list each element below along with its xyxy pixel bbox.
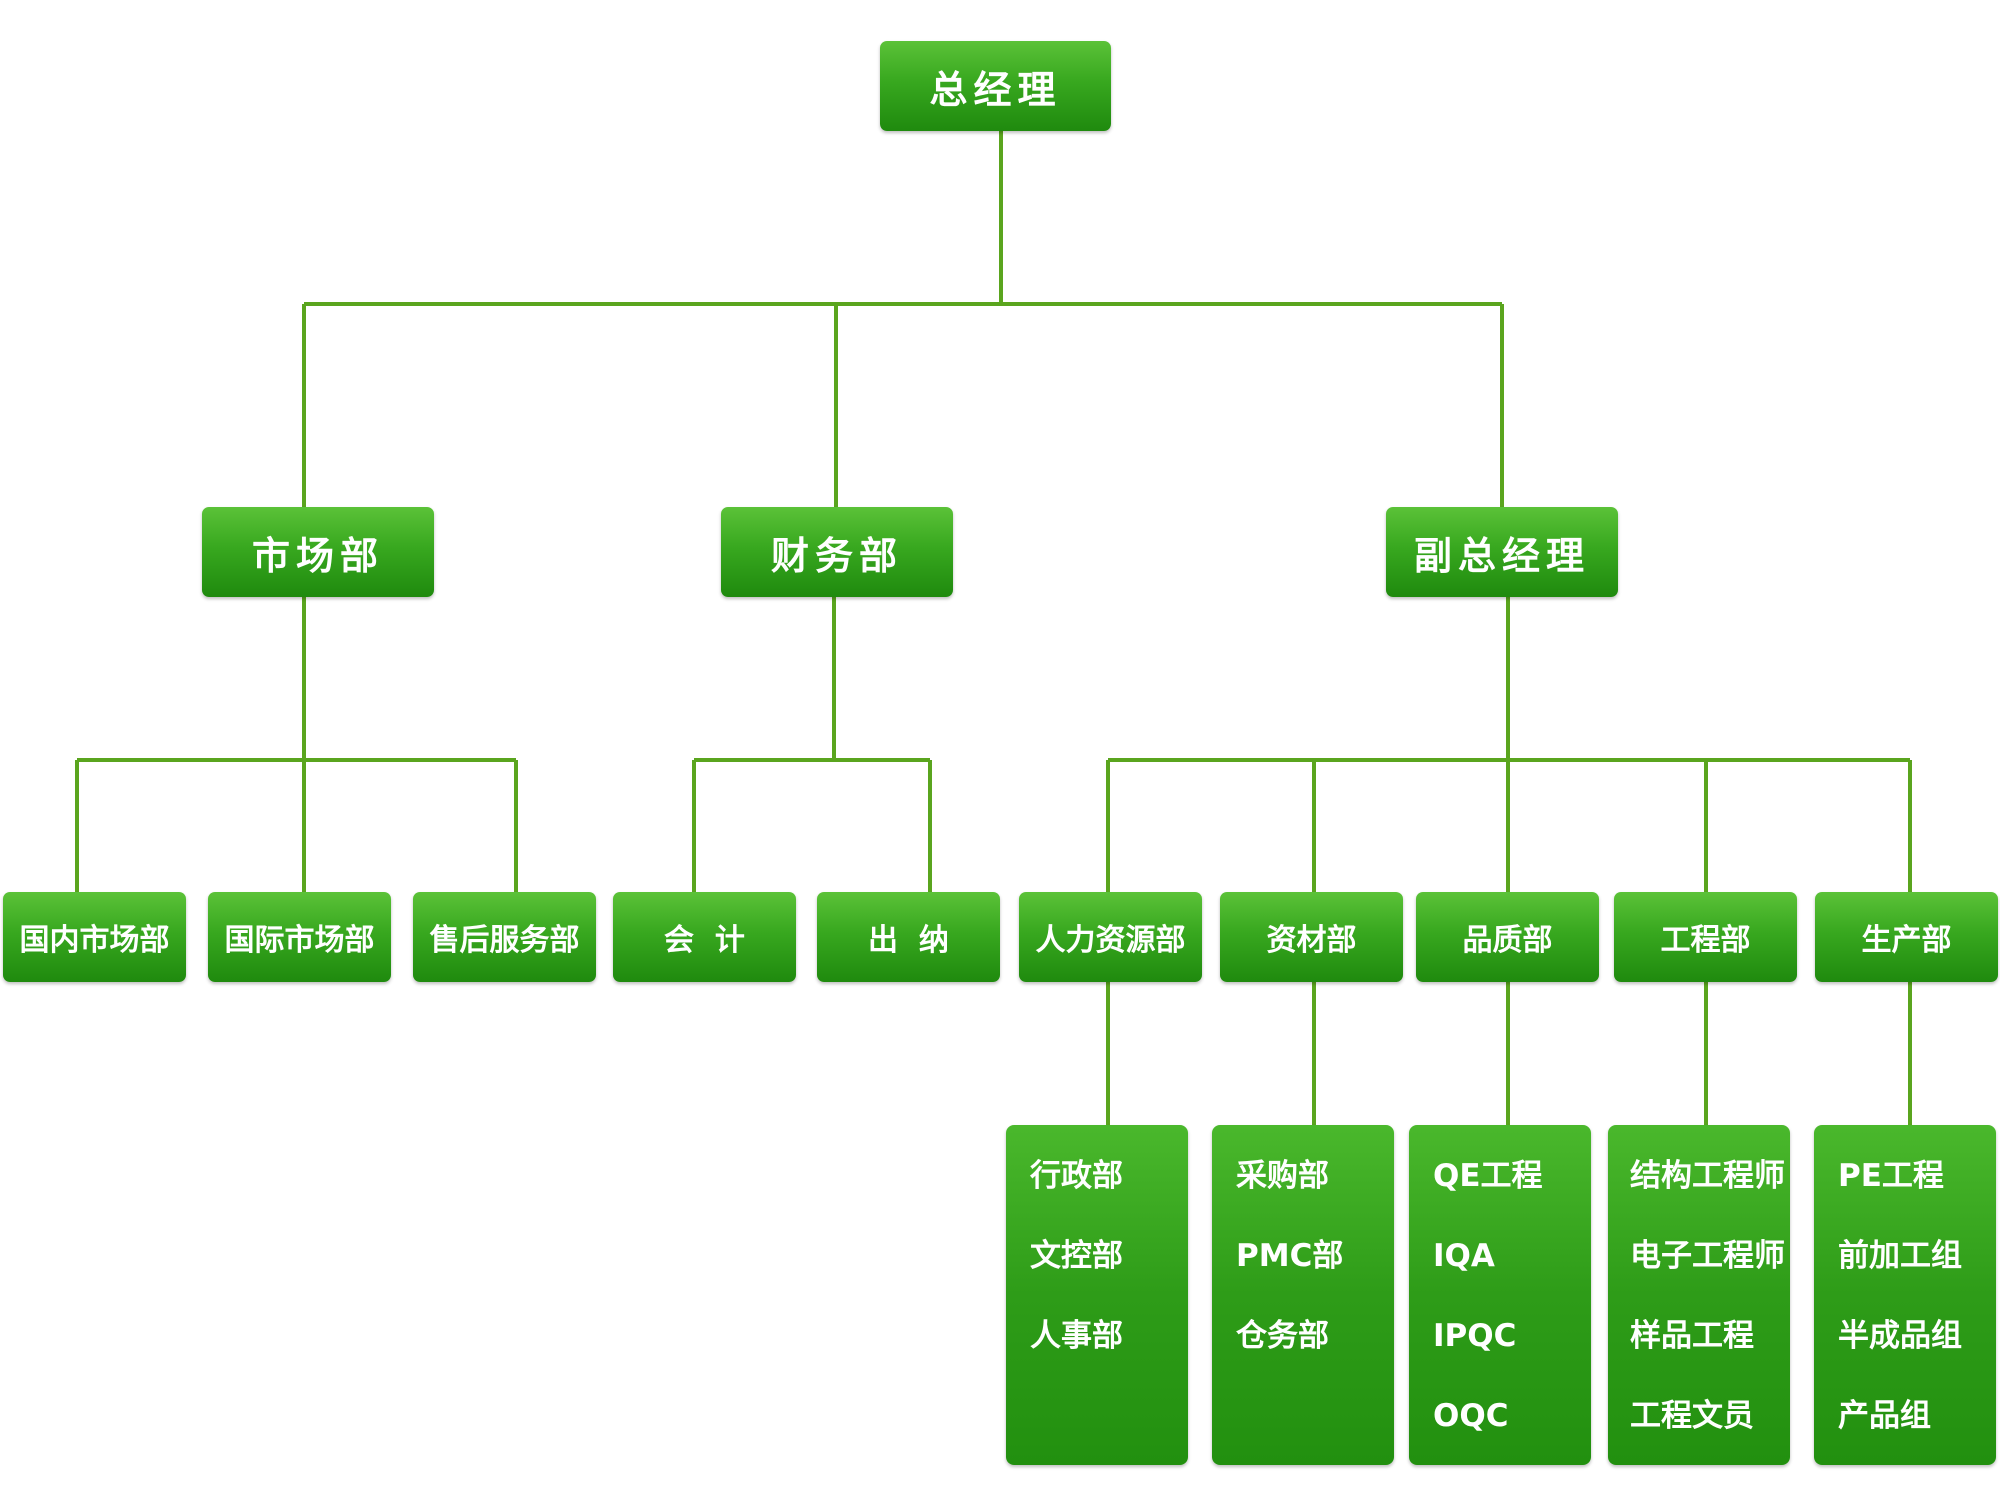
node-cashier: 出 纳 — [817, 892, 1000, 982]
connector-deputy — [1106, 597, 1912, 893]
list-materials-sub: 采购部 PMC部 仓务部 — [1212, 1125, 1394, 1465]
node-label: 财务部 — [770, 533, 903, 578]
list-hr-sub: 行政部 文控部 人事部 — [1006, 1125, 1188, 1465]
node-label: 总经理 — [929, 67, 1062, 112]
node-label: 资材部 — [1266, 923, 1357, 958]
list-item: PMC部 — [1236, 1238, 1344, 1274]
list-item: 行政部 — [1030, 1158, 1123, 1194]
node-label: 品质部 — [1462, 923, 1553, 958]
list-item: 工程文员 — [1630, 1398, 1754, 1434]
node-label: 副总经理 — [1413, 533, 1590, 578]
node-finance-dept: 财务部 — [721, 507, 953, 597]
node-marketing-dept: 市场部 — [202, 507, 434, 597]
node-engineering: 工程部 — [1614, 892, 1797, 982]
node-accounting: 会 计 — [613, 892, 796, 982]
connector-market — [75, 597, 518, 893]
list-item: 样品工程 — [1630, 1318, 1754, 1354]
node-quality: 品质部 — [1416, 892, 1599, 982]
list-item: PE工程 — [1838, 1158, 1944, 1194]
list-engineering-sub: 结构工程师 电子工程师 样品工程 工程文员 — [1608, 1125, 1790, 1465]
node-label: 售后服务部 — [429, 923, 580, 958]
node-label: 出 纳 — [868, 923, 949, 958]
list-item: IPQC — [1433, 1318, 1517, 1354]
node-label: 国际市场部 — [224, 923, 375, 958]
list-item: 人事部 — [1030, 1318, 1123, 1354]
node-international-market: 国际市场部 — [208, 892, 391, 982]
list-item: 文控部 — [1030, 1238, 1123, 1274]
list-item: 结构工程师 — [1630, 1158, 1785, 1194]
node-label: 市场部 — [251, 533, 384, 578]
node-deputy-gm: 副总经理 — [1386, 507, 1618, 597]
node-label: 生产部 — [1861, 923, 1952, 958]
node-label: 人力资源部 — [1035, 923, 1186, 958]
connector-gm — [302, 130, 1504, 508]
list-item: 产品组 — [1838, 1398, 1931, 1434]
node-production: 生产部 — [1815, 892, 1998, 982]
node-general-manager: 总经理 — [880, 41, 1111, 131]
node-materials: 资材部 — [1220, 892, 1403, 982]
node-label: 国内市场部 — [19, 923, 170, 958]
list-item: 采购部 — [1236, 1158, 1329, 1194]
node-label: 会 计 — [664, 923, 745, 958]
list-item: 仓务部 — [1236, 1318, 1329, 1354]
list-item: 半成品组 — [1838, 1318, 1962, 1354]
connector-sub — [1106, 982, 1912, 1126]
node-domestic-market: 国内市场部 — [3, 892, 186, 982]
node-after-sales: 售后服务部 — [413, 892, 596, 982]
list-item: 前加工组 — [1838, 1238, 1962, 1274]
list-item: OQC — [1433, 1398, 1509, 1434]
list-item: IQA — [1433, 1238, 1495, 1274]
connector-finance — [692, 597, 932, 893]
list-item: QE工程 — [1433, 1158, 1543, 1194]
list-quality-sub: QE工程 IQA IPQC OQC — [1409, 1125, 1591, 1465]
list-production-sub: PE工程 前加工组 半成品组 产品组 — [1814, 1125, 1996, 1465]
node-label: 工程部 — [1660, 923, 1751, 958]
node-hr: 人力资源部 — [1019, 892, 1202, 982]
list-item: 电子工程师 — [1630, 1238, 1785, 1274]
